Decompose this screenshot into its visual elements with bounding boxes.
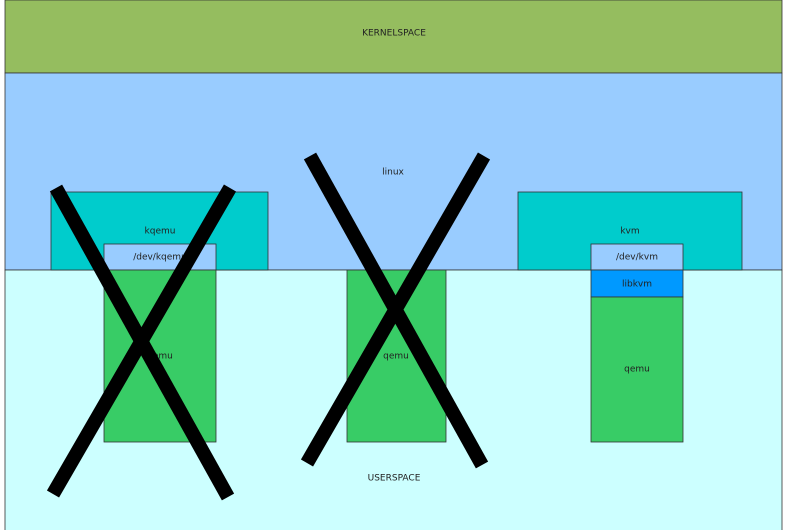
- libkvm-box: [590, 269, 684, 298]
- libkvm-label: libkvm: [622, 280, 652, 290]
- qemu-label-plain: qemu: [383, 352, 409, 362]
- qemu-box-kvm: [590, 296, 684, 443]
- qemu-label-kvm: qemu: [624, 365, 650, 375]
- cross-out-kqemu: [46, 184, 237, 501]
- cross-stroke: [46, 184, 237, 498]
- qemu-label-kqemu: qemu: [147, 352, 173, 362]
- linux-label: linux: [382, 168, 404, 178]
- cross-out-plain-qemu: [300, 152, 491, 469]
- userspace-label: USERSPACE: [368, 474, 421, 484]
- kernelspace-label: KERNELSPACE: [362, 29, 426, 39]
- dev-kqemu-label: /dev/kqemu: [133, 253, 187, 263]
- kqemu-label: kqemu: [145, 227, 176, 237]
- kernelspace-layer: [4, 0, 783, 74]
- cross-stroke: [300, 152, 491, 467]
- kvm-label: kvm: [620, 227, 639, 237]
- dev-kvm-box: [590, 243, 684, 271]
- dev-kvm-label: /dev/kvm: [616, 253, 658, 263]
